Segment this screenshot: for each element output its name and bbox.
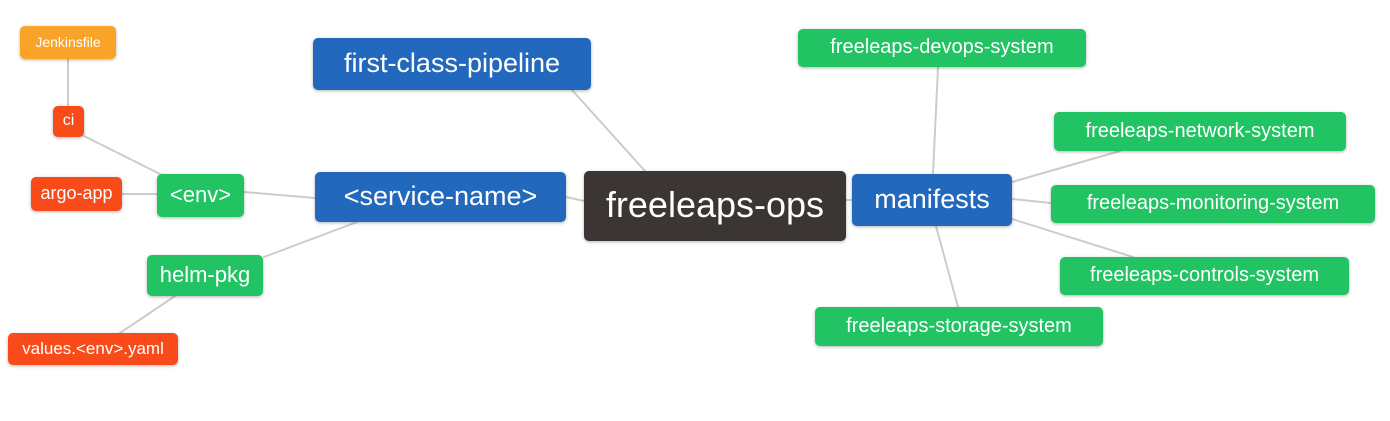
node-jenkinsfile[interactable]: Jenkinsfile [20,26,116,59]
node-helm-pkg[interactable]: helm-pkg [147,255,263,296]
node-devops-system[interactable]: freeleaps-devops-system [798,29,1086,67]
edge-manifests-to-monitoring-system [1011,198,1052,204]
node-label: freeleaps-controls-system [1090,264,1319,286]
node-network-system[interactable]: freeleaps-network-system [1054,112,1346,151]
edge-ci-to-env [81,134,167,178]
node-label: freeleaps-network-system [1085,119,1315,142]
node-env[interactable]: <env> [157,174,244,217]
node-values-env-yaml[interactable]: values.<env>.yaml [8,333,178,365]
node-label: freeleaps-storage-system [846,314,1072,337]
edge-values-env-yaml-to-helm-pkg [119,295,176,334]
node-manifests[interactable]: manifests [852,174,1012,226]
node-label: Jenkinsfile [35,33,101,50]
node-label: argo-app [40,183,113,203]
node-freeleaps-ops[interactable]: freeleaps-ops [584,171,846,241]
edge-helm-pkg-to-service-name [263,221,358,258]
node-label: freeleaps-devops-system [830,36,1054,58]
node-first-class-pipeline[interactable]: first-class-pipeline [313,38,591,90]
node-label: helm-pkg [159,261,251,287]
node-label: values.<env>.yaml [22,338,164,358]
edge-manifests-to-controls-system [1011,218,1134,258]
node-label: ci [62,111,75,129]
edge-devops-system-to-manifests [932,66,939,175]
node-label: <service-name> [343,180,538,211]
node-label: manifests [874,183,990,214]
node-service-name[interactable]: <service-name> [315,172,566,222]
node-label: freeleaps-monitoring-system [1086,192,1340,214]
edge-env-to-service-name [243,191,316,199]
edge-manifests-to-storage-system [935,225,959,308]
node-label: first-class-pipeline [343,47,561,78]
node-controls-system[interactable]: freeleaps-controls-system [1060,257,1349,295]
node-argo-app[interactable]: argo-app [31,177,122,211]
edge-service-name-to-freeleaps-ops [565,196,585,202]
node-storage-system[interactable]: freeleaps-storage-system [815,307,1103,346]
node-label: <env> [169,181,232,207]
edge-first-class-pipeline-to-freeleaps-ops [571,89,646,172]
node-ci[interactable]: ci [53,106,84,137]
node-monitoring-system[interactable]: freeleaps-monitoring-system [1051,185,1375,223]
node-label: freeleaps-ops [605,184,825,225]
edge-manifests-to-network-system [1011,150,1121,183]
